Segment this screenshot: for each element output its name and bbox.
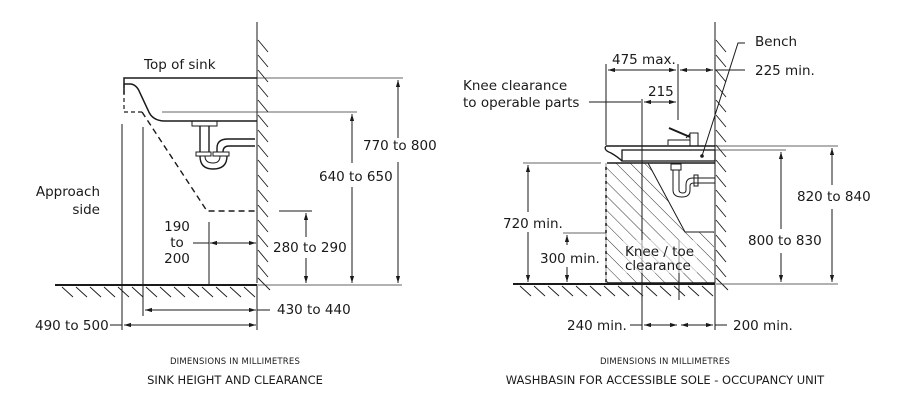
dim-280-290: 280 to 290	[273, 240, 347, 256]
dim-190-200-line1: 190	[164, 219, 190, 235]
right-caption-units: DIMENSIONS IN MILLIMETRES	[600, 357, 730, 367]
dim-720-min: 720 min.	[503, 216, 563, 232]
dim-770-800: 770 to 800	[363, 138, 437, 154]
knee-toe-label-line1: Knee / toe	[625, 244, 694, 260]
dim-240-min: 240 min.	[567, 318, 627, 334]
dim-225-min: 225 min.	[755, 63, 815, 79]
dim-820-840: 820 to 840	[797, 189, 871, 205]
right-floor	[513, 283, 838, 297]
dim-430-440: 430 to 440	[277, 302, 351, 318]
knee-clearance-label-line1: Knee clearance	[463, 78, 567, 94]
left-floor	[55, 284, 402, 298]
approach-side-label-line2: side	[72, 202, 100, 218]
left-caption-units: DIMENSIONS IN MILLIMETRES	[170, 357, 300, 367]
dim-490-500: 490 to 500	[35, 318, 109, 334]
washbasin-drain	[670, 163, 715, 198]
dim-475-max: 475 max.	[612, 52, 676, 68]
left-diagram: 770 to 800 640 to 650 280 to 290 190 to …	[35, 22, 437, 387]
tap-icon	[667, 127, 699, 147]
dim-640-650: 640 to 650	[319, 169, 393, 185]
dim-190-200-line3: 200	[164, 251, 190, 267]
sink	[123, 77, 257, 212]
left-wall-hatch	[257, 39, 271, 291]
top-of-sink-label: Top of sink	[143, 57, 216, 73]
right-wall	[714, 22, 729, 291]
right-caption-title: WASHBASIN FOR ACCESSIBLE SOLE - OCCUPANC…	[506, 373, 825, 387]
dim-190-200-line2: to	[170, 235, 184, 251]
dim-200-min: 200 min.	[733, 318, 793, 334]
right-diagram: Bench 475 max. 225 min. 215 Knee clearan…	[463, 22, 871, 387]
bench-washbasin	[604, 127, 716, 198]
dim-800-830: 800 to 830	[748, 233, 822, 249]
bench-label: Bench	[755, 34, 797, 50]
knee-clearance-label-line2: to operable parts	[463, 95, 579, 111]
dim-300-min: 300 min.	[540, 251, 600, 267]
left-wall	[256, 22, 271, 291]
left-caption-title: SINK HEIGHT AND CLEARANCE	[147, 373, 323, 387]
dim-215: 215	[648, 84, 674, 100]
approach-side-label-line1: Approach	[36, 184, 100, 200]
knee-toe-label-line2: clearance	[625, 258, 691, 274]
